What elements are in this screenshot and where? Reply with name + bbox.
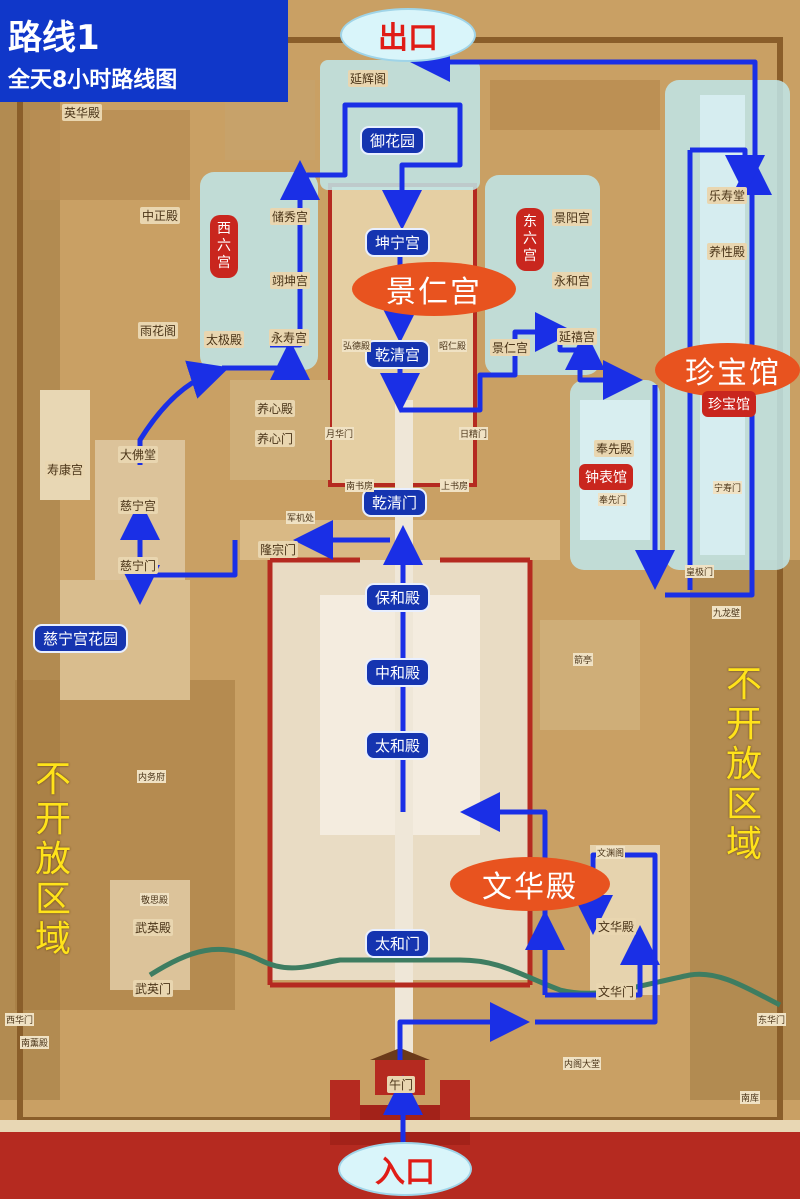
route-segment-xiliu-b [270, 160, 320, 348]
badge-xiliugong[interactable]: 西六宫 [210, 215, 238, 278]
label-fengxianmen: 奉先门 [598, 493, 628, 506]
label-yongheggong: 永和宫 [552, 272, 593, 289]
label-dafotang: 大佛堂 [118, 446, 159, 463]
route-segment-to-cining-garden [120, 540, 238, 605]
label-jingyanggong: 景阳宫 [552, 209, 593, 226]
label-longzongmen: 隆宗门 [258, 541, 299, 558]
label-yanxigong: 延禧宫 [557, 328, 598, 345]
label-yanhuige: 延辉阁 [348, 70, 389, 87]
highlight-zhenbaoguan-label: 珍宝馆 [685, 356, 781, 391]
highlight-zhenbaoguan[interactable]: 珍宝馆 [655, 343, 800, 397]
route-segment-to-exit [410, 42, 758, 160]
highlight-jingrengong[interactable]: 景仁宫 [352, 262, 516, 316]
highlight-wenhuadian-label: 文华殿 [482, 870, 578, 905]
exit-label: 出口 [378, 21, 438, 56]
label-yongshougong: 永寿宫 [269, 329, 310, 346]
label-wuyingdian: 武英殿 [133, 919, 174, 936]
label-xihuamen: 西华门 [5, 1013, 35, 1026]
route-segment-to-xiliu [137, 360, 230, 465]
route-segment-to-zhongbiao [577, 355, 643, 400]
route-segment-to-dongliu [400, 312, 575, 413]
stop-qianqingmen[interactable]: 乾清门 [362, 488, 428, 517]
highlight-wenhuadian[interactable]: 文华殿 [450, 857, 610, 911]
stop-taihedian[interactable]: 太和殿 [365, 731, 431, 760]
closed-area-left: 不开放区域 [34, 759, 71, 960]
label-wenhuamen: 文华门 [596, 983, 637, 1000]
label-neiwufu: 内务府 [137, 770, 167, 783]
label-ciningmen: 慈宁门 [118, 557, 159, 574]
route-segment-treasure-top [690, 147, 765, 195]
label-nanshufang: 南书房 [345, 479, 375, 492]
label-ciningong: 慈宁宫 [118, 497, 159, 514]
entrance-marker: 入口 [338, 1142, 472, 1196]
label-jingsidian: 敬思殿 [140, 893, 170, 906]
label-wumen: 午门 [387, 1076, 416, 1093]
label-taijidian: 太极殿 [204, 331, 245, 348]
stop-taihemen[interactable]: 太和门 [365, 929, 431, 958]
label-nanku: 南库 [740, 1091, 761, 1104]
stop-yuhuayuan[interactable]: 御花园 [360, 126, 426, 155]
route-segment-garden-loop [300, 102, 463, 230]
badge-dongliugong[interactable]: 东六宫 [516, 208, 544, 271]
label-shoukanggong: 寿康宫 [45, 461, 86, 478]
label-zhongzhengdian: 中正殿 [140, 207, 181, 224]
stop-kunninggong[interactable]: 坤宁宫 [365, 228, 431, 257]
label-jiulongbi: 九龙壁 [712, 606, 742, 619]
label-nanxundian: 南薰殿 [20, 1036, 50, 1049]
label-rijingmen: 日精门 [459, 427, 489, 440]
label-donghuamen: 东华门 [757, 1013, 787, 1026]
label-jingrengong-small: 景仁宫 [490, 339, 531, 356]
closed-area-right: 不开放区域 [725, 664, 762, 865]
label-neigedatang: 内阁大堂 [563, 1057, 602, 1070]
exit-marker: 出口 [340, 8, 476, 62]
stop-qianqinggong[interactable]: 乾清宫 [365, 340, 431, 369]
route-subtitle: 全天8小时路线图 [8, 68, 178, 93]
badge-zhongbiaoguan[interactable]: 钟表馆 [579, 464, 633, 490]
route-segment-xiliu-a [222, 340, 310, 380]
label-fengxiandian: 奉先殿 [594, 440, 635, 457]
label-ningshougong: 宁寿门 [713, 481, 743, 494]
label-zhaorendian: 昭仁殿 [438, 339, 468, 352]
entrance-label: 入口 [375, 1155, 435, 1190]
stop-baohedian[interactable]: 保和殿 [365, 583, 431, 612]
badge-zhenbaoguan[interactable]: 珍宝馆 [702, 391, 756, 417]
label-huangjimen: 皇极门 [685, 565, 715, 578]
label-hongdedian: 弘德殿 [342, 339, 372, 352]
stop-cininggonghuayuan[interactable]: 慈宁宫花园 [33, 624, 129, 653]
label-chuxiugong: 储秀宫 [270, 208, 311, 225]
label-yangxinmen: 养心门 [255, 430, 296, 447]
label-yueshaomen: 月华门 [325, 427, 355, 440]
label-leshoutang: 乐寿堂 [707, 187, 748, 204]
route-segment-wenhua-back [545, 925, 660, 998]
label-yuhuage: 雨花阁 [138, 322, 179, 339]
label-wenyuange: 文渊阁 [596, 846, 626, 859]
label-yangxindian: 养心殿 [255, 400, 296, 417]
label-junjichu: 军机处 [286, 511, 316, 524]
route-title: 路线1 [8, 18, 100, 58]
label-jianting: 箭亭 [573, 653, 594, 666]
route-segment-to-wenhua [397, 1002, 530, 1060]
label-yikungong: 翊坤宫 [270, 272, 311, 289]
stop-zhonghedian[interactable]: 中和殿 [365, 658, 431, 687]
label-yangxingdian: 养性殿 [707, 243, 748, 260]
route-segment-treasure-up [665, 155, 772, 598]
route-title-box: 路线1 全天8小时路线图 [0, 0, 288, 102]
highlight-jingrengong-label: 景仁宫 [386, 275, 482, 310]
label-yingpandian: 英华殿 [62, 104, 103, 121]
label-shangshufang: 上书房 [440, 479, 470, 492]
label-wuyingmen: 武英门 [133, 980, 174, 997]
label-wenhuadian-small: 文华殿 [596, 918, 637, 935]
